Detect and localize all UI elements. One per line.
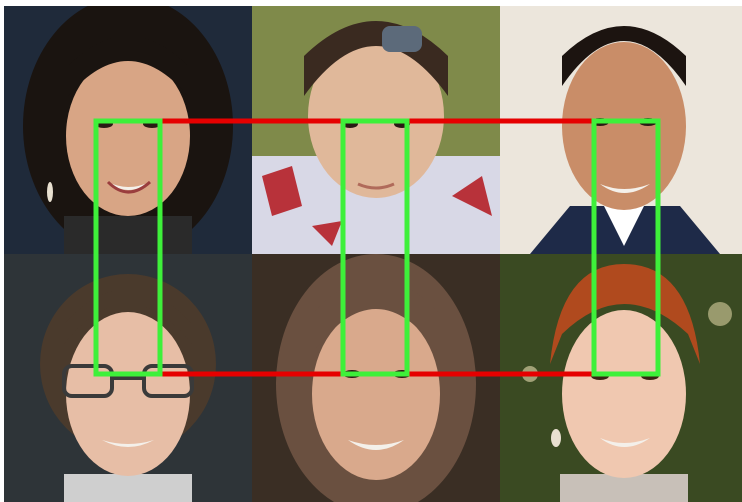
face-photo bbox=[252, 6, 500, 254]
face-photo bbox=[500, 254, 742, 502]
face-woman-smiling bbox=[252, 254, 500, 502]
face-photo bbox=[4, 6, 252, 254]
face-woman-dark-hair bbox=[4, 6, 252, 254]
face-woman-glasses bbox=[4, 254, 252, 502]
face-photo bbox=[4, 254, 252, 502]
face-man-suit bbox=[500, 6, 742, 254]
face-photo bbox=[252, 254, 500, 502]
face-child bbox=[252, 6, 500, 254]
face-grid bbox=[4, 6, 742, 502]
face-woman-red-hair bbox=[500, 254, 742, 502]
face-photo bbox=[500, 6, 742, 254]
